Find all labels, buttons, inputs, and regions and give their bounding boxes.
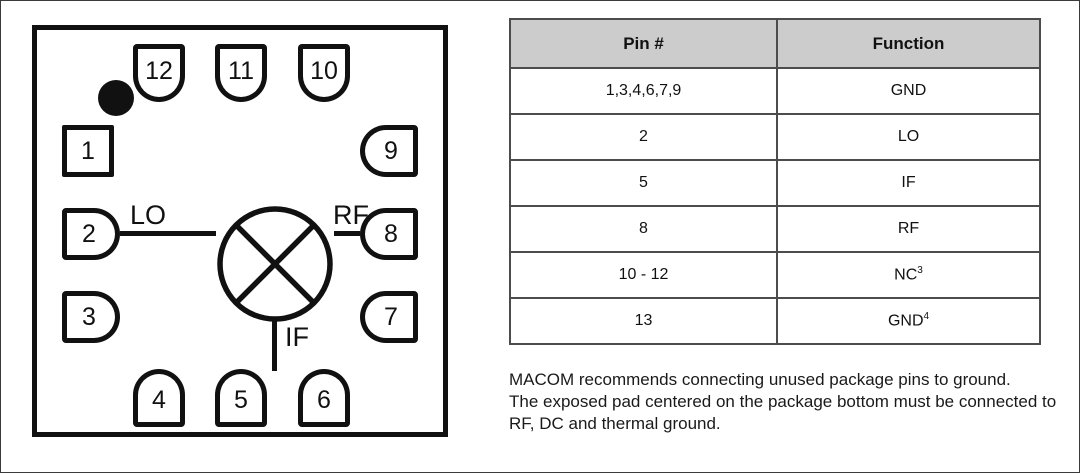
pin-1-orientation-dot-icon [98, 80, 134, 116]
rf-lead-line [334, 231, 360, 236]
if-port-label: IF [285, 322, 309, 352]
lo-port-label: LO [130, 200, 167, 230]
pin-2-label: 2 [82, 219, 96, 248]
column-header-pin: Pin # [509, 18, 778, 69]
pin-2[interactable]: 2 [62, 208, 120, 260]
pin-10-label: 10 [310, 56, 338, 85]
pin-7-label: 7 [384, 302, 398, 331]
pin-9-label: 9 [384, 136, 398, 165]
cell-pin: 13 [509, 297, 778, 345]
pin-11-label: 11 [228, 56, 254, 85]
pin-4-label: 4 [152, 385, 166, 414]
pin-12-label: 12 [145, 56, 173, 85]
package-diagram-panel: 12 11 10 1 2 3 9 8 [1, 1, 491, 474]
mixer-circle-x-symbol-icon [216, 205, 334, 323]
pin-5[interactable]: 5 [215, 369, 267, 427]
note-line-1: MACOM recommends connecting unused packa… [509, 370, 1011, 389]
note-line-2: The exposed pad centered on the package … [509, 391, 1057, 433]
pin-9[interactable]: 9 [360, 125, 418, 177]
pin-4[interactable]: 4 [133, 369, 185, 427]
package-outline: 12 11 10 1 2 3 9 8 [32, 25, 448, 437]
cell-pin: 8 [509, 205, 778, 253]
column-header-function: Function [776, 18, 1041, 69]
pin-5-label: 5 [234, 385, 248, 414]
pin-11[interactable]: 11 [215, 44, 267, 102]
cell-function: NC3 [776, 251, 1041, 299]
cell-function: GND [776, 67, 1041, 115]
pin-6[interactable]: 6 [298, 369, 350, 427]
cell-function: IF [776, 159, 1041, 207]
pin-7[interactable]: 7 [360, 291, 418, 343]
pin-3[interactable]: 3 [62, 291, 120, 343]
pin-8-label: 8 [384, 219, 398, 248]
cell-function: RF [776, 205, 1041, 253]
if-lead-line [272, 321, 277, 371]
pin-10[interactable]: 10 [298, 44, 350, 102]
cell-pin: 2 [509, 113, 778, 161]
pin-6-label: 6 [317, 385, 331, 414]
rf-port-label: RF [333, 200, 369, 230]
cell-pin: 5 [509, 159, 778, 207]
cell-function: GND4 [776, 297, 1041, 345]
table-notes: MACOM recommends connecting unused packa… [509, 369, 1069, 434]
cell-pin: 1,3,4,6,7,9 [509, 67, 778, 115]
pin-1[interactable]: 1 [62, 125, 114, 177]
pin-12[interactable]: 12 [133, 44, 185, 102]
pin-1-label: 1 [81, 136, 95, 165]
table-header-row: Pin # Function [509, 18, 1041, 69]
cell-pin: 10 - 12 [509, 251, 778, 299]
footnote-marker: 4 [923, 311, 930, 323]
footnote-marker: 3 [917, 265, 923, 277]
pin-3-label: 3 [82, 302, 96, 331]
pin-8[interactable]: 8 [360, 208, 418, 260]
cell-function: LO [776, 113, 1041, 161]
lo-lead-line [120, 231, 216, 236]
